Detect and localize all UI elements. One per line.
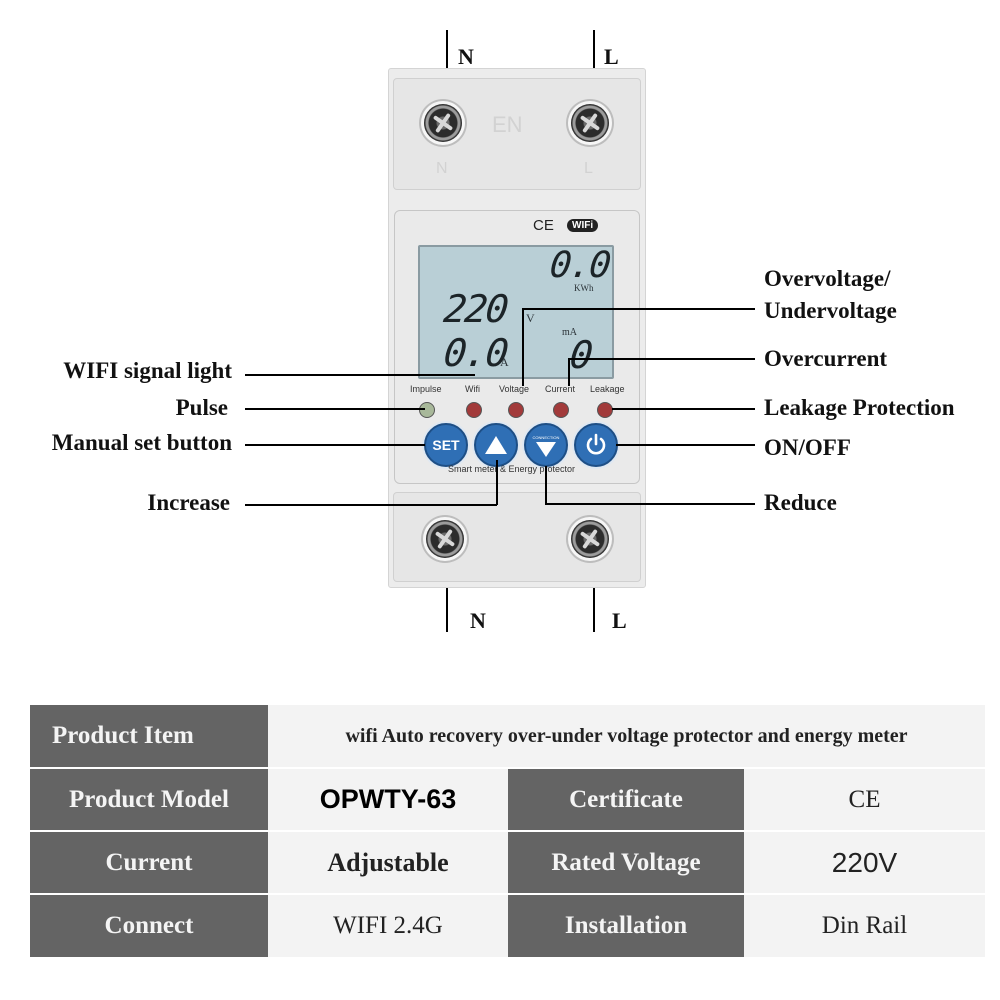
lcd-leakage-value: 0 [567, 333, 594, 377]
callout-line-set [245, 444, 425, 446]
wire-label-top-n: N [458, 44, 474, 69]
callout-overvoltage-line1: Overvoltage/ [764, 266, 891, 291]
rated-voltage-value: 220V [744, 832, 985, 893]
product-model-value: OPWTY-63 [268, 769, 508, 830]
reduce-button-caption: CONNECTION [532, 434, 560, 440]
certificate-label: Certificate [508, 769, 744, 830]
screw-bottom-n [426, 520, 464, 558]
power-button[interactable] [574, 423, 618, 467]
callout-line-current-h [568, 358, 755, 360]
callout-manual-set-button: Manual set button [51, 430, 232, 455]
callout-line-leakage [612, 408, 755, 410]
lcd-current-unit: A [500, 355, 509, 369]
callout-line-current-v [568, 358, 570, 386]
callout-line-onoff [616, 444, 755, 446]
current-label: Current [30, 832, 268, 893]
installation-label: Installation [508, 895, 744, 957]
callout-pulse: Pulse [175, 395, 228, 420]
increase-button[interactable] [474, 423, 518, 467]
connect-value: WIFI 2.4G [268, 895, 508, 957]
ce-mark: CE [533, 217, 554, 234]
lcd-voltage-unit: V [526, 311, 535, 325]
current-value: Adjustable [268, 832, 508, 893]
callout-increase: Increase [147, 490, 230, 515]
lcd-leakage-unit: mA [562, 327, 577, 338]
leakage-led [597, 402, 613, 418]
wire-label-bottom-n: N [470, 608, 486, 633]
callout-reduce: Reduce [764, 490, 837, 515]
indicator-label-current: Current [545, 384, 576, 394]
lcd-voltage-value: 220 [441, 287, 509, 331]
wifi-badge: WIFi [567, 219, 599, 232]
lcd-energy-unit: KWh [574, 283, 594, 293]
wire-label-bottom-l: L [612, 608, 627, 633]
terminal-label-l: L [584, 160, 593, 177]
lcd-current-value: 0.0 [441, 331, 509, 375]
terminal-emboss: EN [492, 112, 523, 137]
callout-overcurrent: Overcurrent [764, 346, 888, 371]
callout-line-wifi [245, 374, 475, 376]
power-icon [586, 433, 606, 455]
callout-leakage-protection: Leakage Protection [764, 395, 955, 420]
callout-line-voltage-v [522, 308, 524, 386]
indicator-label-wifi: Wifi [465, 384, 480, 394]
screw-bottom-l [571, 520, 609, 558]
screw-top-n [424, 104, 462, 142]
callout-line-increase-v [496, 460, 498, 505]
rated-voltage-label: Rated Voltage [508, 832, 744, 893]
product-item-value: wifi Auto recovery over-under voltage pr… [268, 705, 985, 767]
installation-value: Din Rail [744, 895, 985, 957]
wire-label-top-l: L [604, 44, 619, 69]
spec-table: Product Item wifi Auto recovery over-und… [30, 705, 985, 957]
connect-label: Connect [30, 895, 268, 957]
indicator-label-impulse: Impulse [410, 384, 442, 394]
voltage-led [508, 402, 524, 418]
callout-line-voltage-h [522, 308, 755, 310]
terminal-label-n: N [436, 160, 448, 177]
callout-on-off: ON/OFF [764, 435, 851, 460]
impulse-led [419, 402, 435, 418]
set-button[interactable]: SET [424, 423, 468, 467]
wifi-led [466, 402, 482, 418]
current-led [553, 402, 569, 418]
callout-line-reduce-v [545, 466, 547, 504]
certificate-value: CE [744, 769, 985, 830]
product-item-label: Product Item [30, 705, 268, 767]
callout-line-increase-h [245, 504, 497, 506]
lcd-screen: 0.0 KWh 220 V 0.0 A mA 0 [418, 245, 614, 379]
arrow-up-icon [485, 436, 507, 454]
callout-line-reduce-h [545, 503, 755, 505]
callout-overvoltage-line2: Undervoltage [764, 298, 897, 323]
indicator-label-voltage: Voltage [499, 384, 530, 394]
reduce-button[interactable]: CONNECTION [524, 423, 568, 467]
set-button-label: SET [432, 437, 460, 453]
lcd-energy-value: 0.0 [547, 245, 612, 286]
callout-line-pulse [245, 408, 425, 410]
product-model-label: Product Model [30, 769, 268, 830]
screw-top-l [571, 104, 609, 142]
arrow-down-icon [536, 441, 556, 457]
indicator-label-leakage: Leakage [590, 384, 625, 394]
device-footer-text: Smart meter & Energy protector [448, 464, 576, 474]
callout-wifi-signal-light: WIFI signal light [63, 358, 232, 383]
